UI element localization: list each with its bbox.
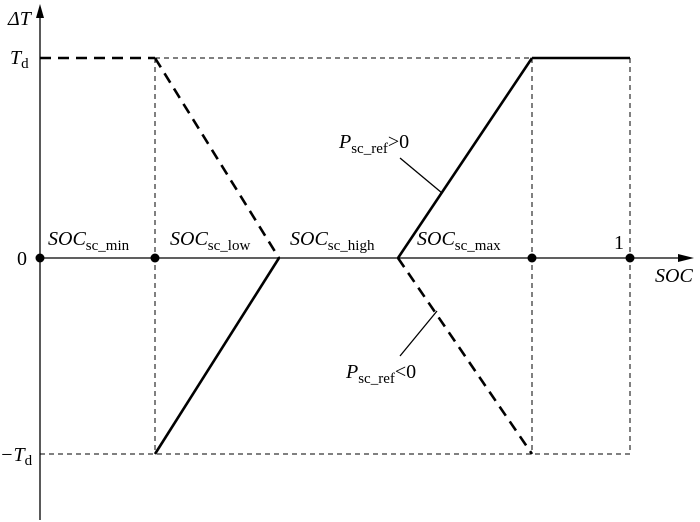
axis-points	[35, 253, 635, 263]
dashed-descent-right	[396, 257, 534, 455]
solid-rise-right	[396, 57, 534, 259]
leader-positive	[399, 157, 443, 194]
label-soc-sc-low: SOCsc_low	[170, 228, 250, 254]
solid-rise-left	[153, 257, 281, 455]
leader-negative	[399, 310, 438, 357]
x-axis-label: SOC	[655, 265, 693, 287]
annotation-psc-ref-positive: Psc_ref>0	[338, 131, 409, 157]
label-soc-sc-min: SOCsc_min	[48, 228, 130, 254]
point-soc-max	[527, 253, 537, 263]
point-soc-min	[150, 253, 160, 263]
axes	[36, 4, 694, 520]
y-tick-bottom: −Td	[0, 444, 33, 469]
y-tick-top: Td	[10, 47, 29, 72]
guide-lines	[40, 57, 631, 455]
curves	[40, 56, 630, 455]
label-one: 1	[614, 232, 624, 254]
annotation-psc-ref-negative: Psc_ref<0	[345, 361, 416, 387]
x-axis-arrow	[678, 254, 694, 262]
label-soc-sc-high: SOCsc_high	[290, 228, 375, 254]
point-origin	[35, 253, 45, 263]
point-one	[625, 253, 635, 263]
label-soc-sc-max: SOCsc_max	[417, 228, 501, 254]
y-tick-zero: 0	[17, 248, 27, 270]
dashed-descent-left	[153, 57, 281, 259]
y-axis-arrow	[36, 4, 44, 18]
y-axis-label: ΔT	[7, 8, 33, 30]
